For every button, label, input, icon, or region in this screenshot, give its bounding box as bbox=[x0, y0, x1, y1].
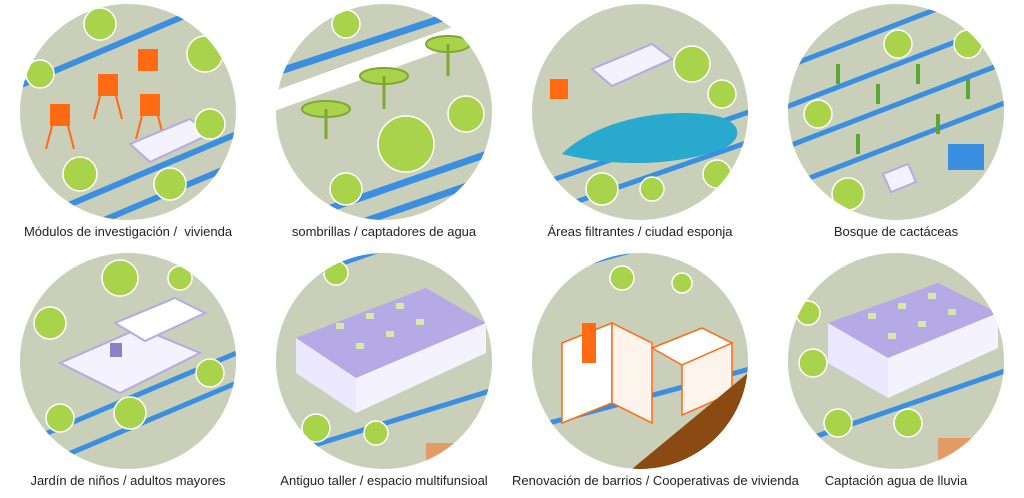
caption: Bosque de cactáceas bbox=[833, 224, 959, 239]
illustration-water-umbrellas bbox=[276, 4, 492, 220]
caption: sombrillas / captadores de agua bbox=[291, 224, 477, 239]
illustration-cactus-forest bbox=[788, 4, 1004, 220]
vignette-cactus-forest: Bosque de cactáceas bbox=[768, 0, 1024, 249]
vignette-old-workshop: Antiguo taller / espacio multifunsioal bbox=[256, 249, 512, 498]
illustration-rainwater-harvesting bbox=[788, 253, 1004, 469]
vignette-kindergarten: Jardín de niños / adultos mayores bbox=[0, 249, 256, 498]
caption: Áreas filtrantes / ciudad esponja bbox=[547, 224, 733, 239]
vignette-neighborhood-renewal: Renovación de barrios / Cooperativas de … bbox=[512, 249, 799, 498]
vignette-filtering-areas: Áreas filtrantes / ciudad esponja bbox=[512, 0, 768, 249]
caption: Captación agua de lluvia bbox=[824, 473, 968, 488]
vignette-water-umbrellas: sombrillas / captadores de agua bbox=[256, 0, 512, 249]
illustration-kindergarten bbox=[20, 253, 236, 469]
illustration-filtering-areas bbox=[532, 4, 748, 220]
illustration-old-workshop bbox=[276, 253, 492, 469]
illustration-neighborhood-renewal bbox=[532, 253, 748, 469]
caption: Antiguo taller / espacio multifunsioal bbox=[280, 473, 488, 488]
caption: Renovación de barrios / Cooperativas de … bbox=[512, 473, 799, 488]
caption: Jardín de niños / adultos mayores bbox=[30, 473, 226, 488]
illustration-research-modules bbox=[20, 4, 236, 220]
vignette-research-modules: Módulos de investigación / vivienda bbox=[0, 0, 256, 249]
vignette-rainwater-harvesting: Captación agua de lluvia bbox=[768, 249, 1024, 498]
caption: Módulos de investigación / vivienda bbox=[23, 224, 233, 239]
